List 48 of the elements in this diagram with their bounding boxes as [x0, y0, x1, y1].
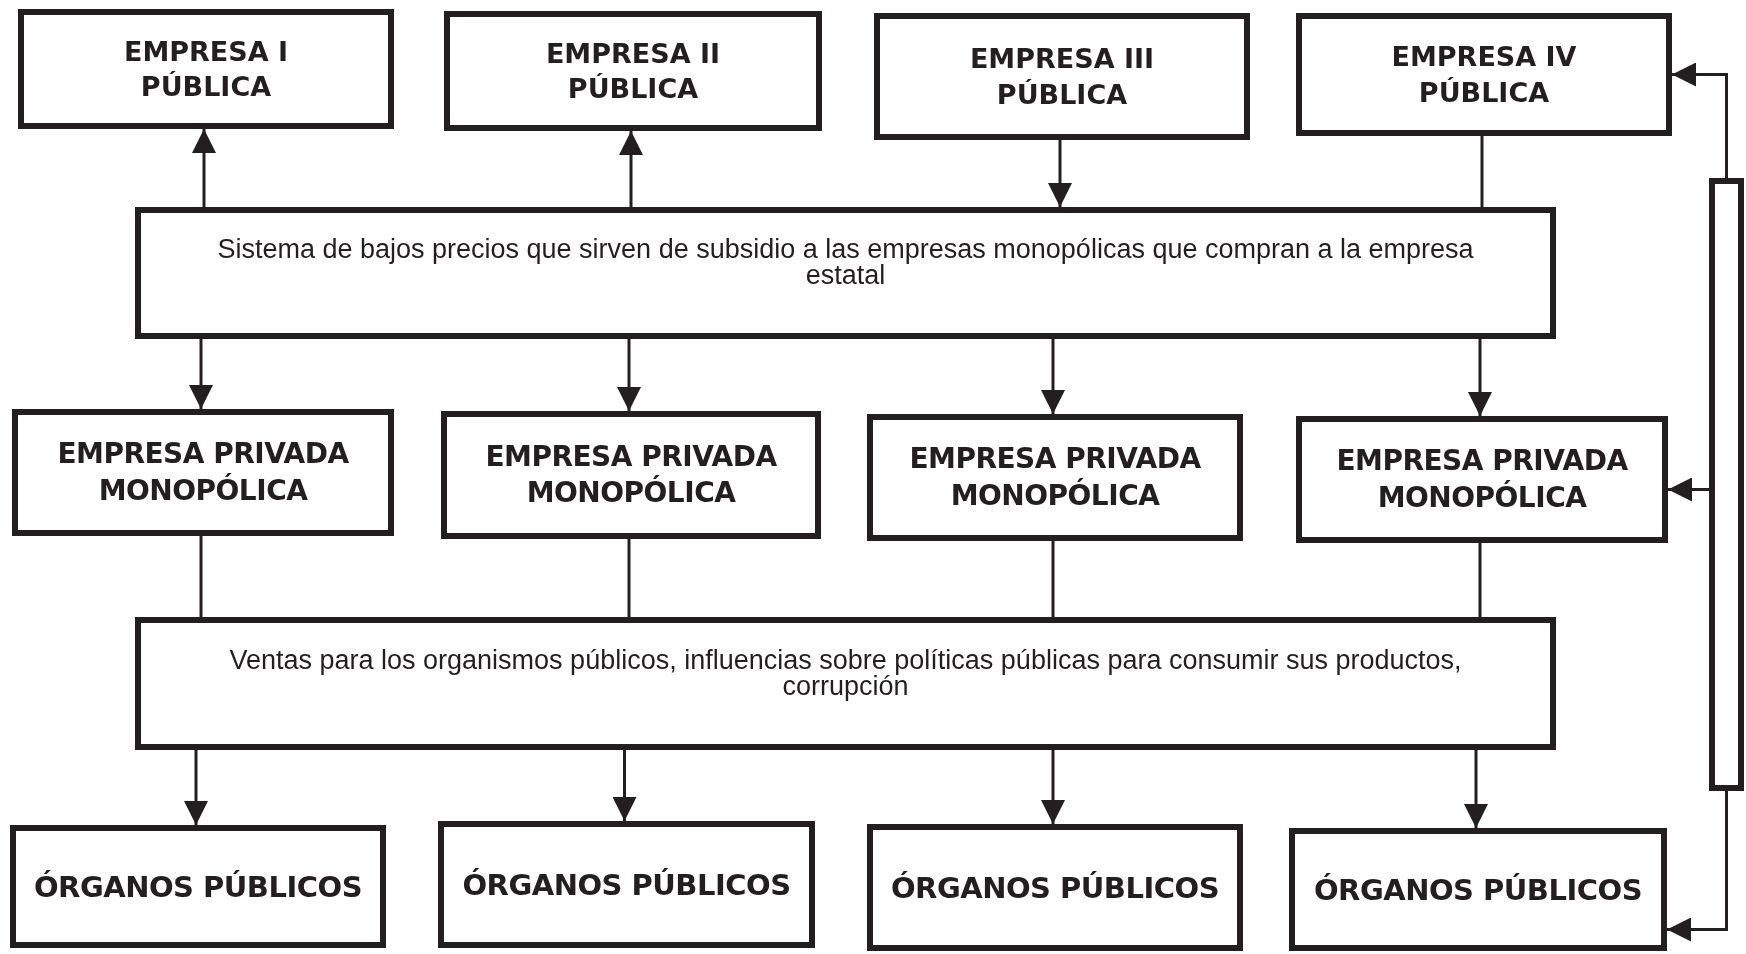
box-label: Ventas para los organismos públicos, influencias sobre políticas públicas para consumir sus productos, corrupción	[228, 647, 1463, 703]
description-box	[135, 207, 1556, 339]
arrow	[1468, 339, 1492, 416]
private-company-box	[1296, 416, 1668, 543]
box-label: EMPRESA PRIVADA MONOPÓLICA	[56, 436, 350, 509]
box-label: EMPRESA IV PÚBLICA	[1390, 40, 1578, 110]
public-agency-box	[10, 825, 386, 948]
private-company-box	[12, 409, 394, 536]
arrow	[1041, 339, 1065, 414]
public-company-box	[874, 13, 1250, 140]
connector-line	[627, 539, 631, 617]
arrow	[1464, 750, 1488, 828]
arrow	[184, 750, 208, 825]
box-label: EMPRESA PRIVADA MONOPÓLICA	[1335, 443, 1629, 516]
arrow	[617, 339, 641, 411]
connector-line	[1051, 541, 1055, 617]
connector-line	[1480, 136, 1484, 207]
arrow	[619, 131, 643, 207]
arrow	[1672, 62, 1728, 178]
arrow	[1668, 477, 1709, 502]
public-company-box	[18, 9, 394, 129]
arrow	[192, 129, 216, 207]
public-agency-box	[867, 824, 1243, 951]
public-company-box	[444, 11, 822, 131]
box-label: Sistema de bajos precios que sirven de subsidio a las empresas monopólicas que compran a la empresa estatal	[216, 237, 1475, 292]
box-label: EMPRESA II PÚBLICA	[544, 36, 722, 106]
connector-line	[199, 536, 203, 617]
public-agency-box	[438, 821, 815, 948]
box-label: ÓRGANOS PÚBLICOS	[462, 867, 791, 902]
arrow	[1667, 791, 1728, 942]
arrow	[1041, 750, 1065, 824]
public-company-box	[1296, 13, 1672, 136]
vertical-bar	[1709, 178, 1744, 791]
private-company-box	[867, 414, 1243, 541]
public-agency-box	[1289, 828, 1667, 951]
box-label: EMPRESA I PÚBLICA	[122, 34, 290, 104]
private-company-box	[441, 411, 821, 539]
arrow	[189, 339, 213, 409]
connector-line	[1478, 543, 1482, 617]
box-label: EMPRESA PRIVADA MONOPÓLICA	[484, 438, 778, 511]
box-label: ÓRGANOS PÚBLICOS	[33, 869, 363, 904]
arrow	[612, 750, 637, 821]
box-label: ÓRGANOS PÚBLICOS	[890, 870, 1220, 905]
description-box	[135, 617, 1556, 750]
arrow	[1048, 140, 1072, 207]
box-label: ÓRGANOS PÚBLICOS	[1313, 872, 1643, 907]
box-label: EMPRESA III PÚBLICA	[968, 42, 1156, 112]
box-label: EMPRESA PRIVADA MONOPÓLICA	[908, 441, 1202, 514]
